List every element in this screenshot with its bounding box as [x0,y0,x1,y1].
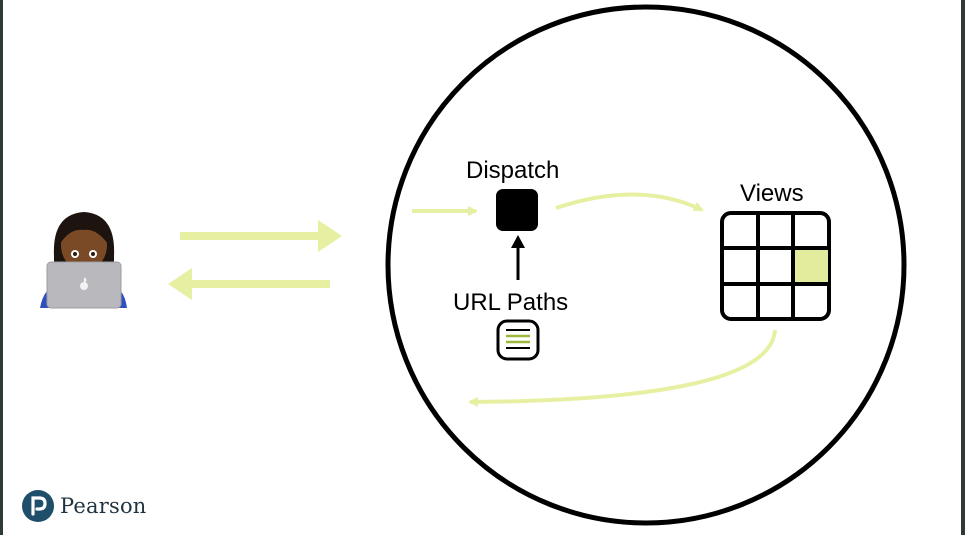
pearson-wordmark: Pearson [60,494,147,518]
dispatch-to-views-arrow [555,192,704,212]
views-grid-icon [720,211,831,321]
views-label: Views [740,180,804,207]
url-list-icon [496,319,540,361]
left-frame-edge [0,0,3,535]
views-to-response-arrow [468,329,777,407]
request-arrow-head [318,220,342,252]
dispatch-label: Dispatch [466,157,560,184]
right-frame-edge [961,0,965,535]
url-paths-label: URL Paths [453,289,569,316]
pearson-logo: Pearson [22,490,147,522]
pearson-logo-icon [22,490,54,522]
server-boundary-circle [385,4,907,526]
response-arrow-head [168,268,192,300]
apple-logo-icon [80,277,88,290]
dispatch-box-icon [496,189,538,231]
developer-with-laptop-icon [40,212,127,309]
paths-to-dispatch-arrow-head [511,235,525,248]
selected-view-cell [795,249,828,283]
